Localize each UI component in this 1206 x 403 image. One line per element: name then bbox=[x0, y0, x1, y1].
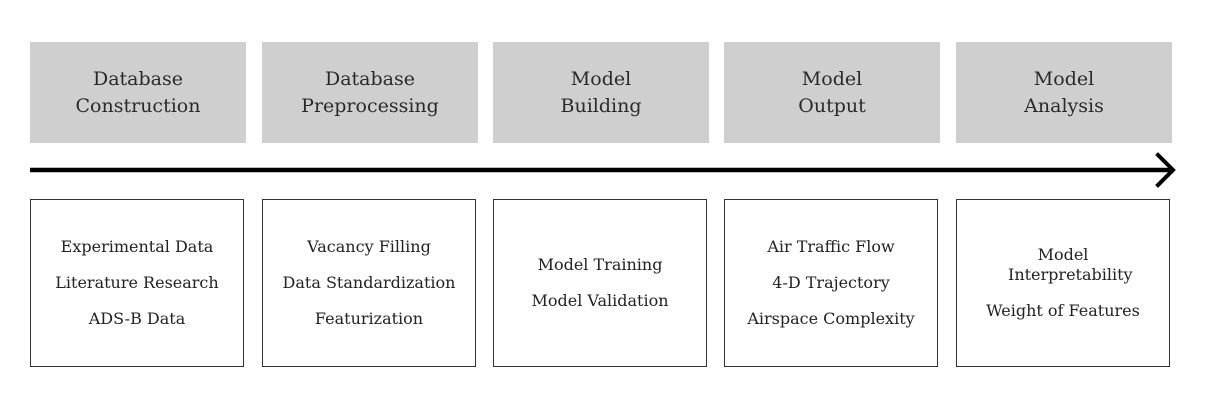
stage-item: 4-D Trajectory bbox=[772, 273, 890, 292]
header-line: Database bbox=[92, 67, 183, 90]
stage-item: Weight of Features bbox=[986, 301, 1140, 320]
header-line: Model bbox=[570, 67, 632, 90]
stage-box-model-building: Model Training Model Validation bbox=[493, 199, 707, 367]
stage-header-model-analysis: Model Analysis bbox=[956, 42, 1172, 143]
stage-box-model-output: Air Traffic Flow 4-D Trajectory Airspace… bbox=[724, 199, 938, 367]
stage-item: Data Standardization bbox=[282, 273, 456, 292]
timeline-arrow bbox=[30, 152, 1176, 188]
stage-box-database-construction: Experimental Data Literature Research AD… bbox=[30, 199, 244, 367]
stage-header-model-output: Model Output bbox=[724, 42, 940, 143]
header-line: Preprocessing bbox=[301, 94, 439, 117]
header-line: Model bbox=[1033, 67, 1095, 90]
header-line: Database bbox=[324, 67, 415, 90]
stage-item: Model Training bbox=[537, 255, 663, 274]
header-line: Analysis bbox=[1024, 94, 1104, 117]
header-line: Model bbox=[801, 67, 863, 90]
stage-header-database-construction: Database Construction bbox=[30, 42, 246, 143]
timeline-arrow-head bbox=[1155, 152, 1176, 188]
stage-header-model-building: Model Building bbox=[493, 42, 709, 143]
stage-item: Model Interpretability bbox=[1008, 245, 1133, 284]
stage-item: Featurization bbox=[314, 309, 424, 328]
stage-box-model-analysis: Model Interpretability Weight of Feature… bbox=[956, 199, 1170, 367]
stage-item: Model Validation bbox=[531, 291, 669, 310]
stage-item: ADS-B Data bbox=[88, 309, 186, 328]
stage-item: Literature Research bbox=[55, 273, 219, 292]
header-line: Construction bbox=[75, 94, 201, 117]
stage-item: Experimental Data bbox=[60, 237, 214, 256]
header-line: Building bbox=[560, 94, 642, 117]
stage-box-database-preprocessing: Vacancy Filling Data Standardization Fea… bbox=[262, 199, 476, 367]
stage-item: Air Traffic Flow bbox=[767, 237, 895, 256]
stage-item: Vacancy Filling bbox=[307, 237, 431, 256]
stage-header-database-preprocessing: Database Preprocessing bbox=[262, 42, 478, 143]
header-line: Output bbox=[798, 94, 866, 117]
stage-item: Airspace Complexity bbox=[747, 309, 915, 328]
